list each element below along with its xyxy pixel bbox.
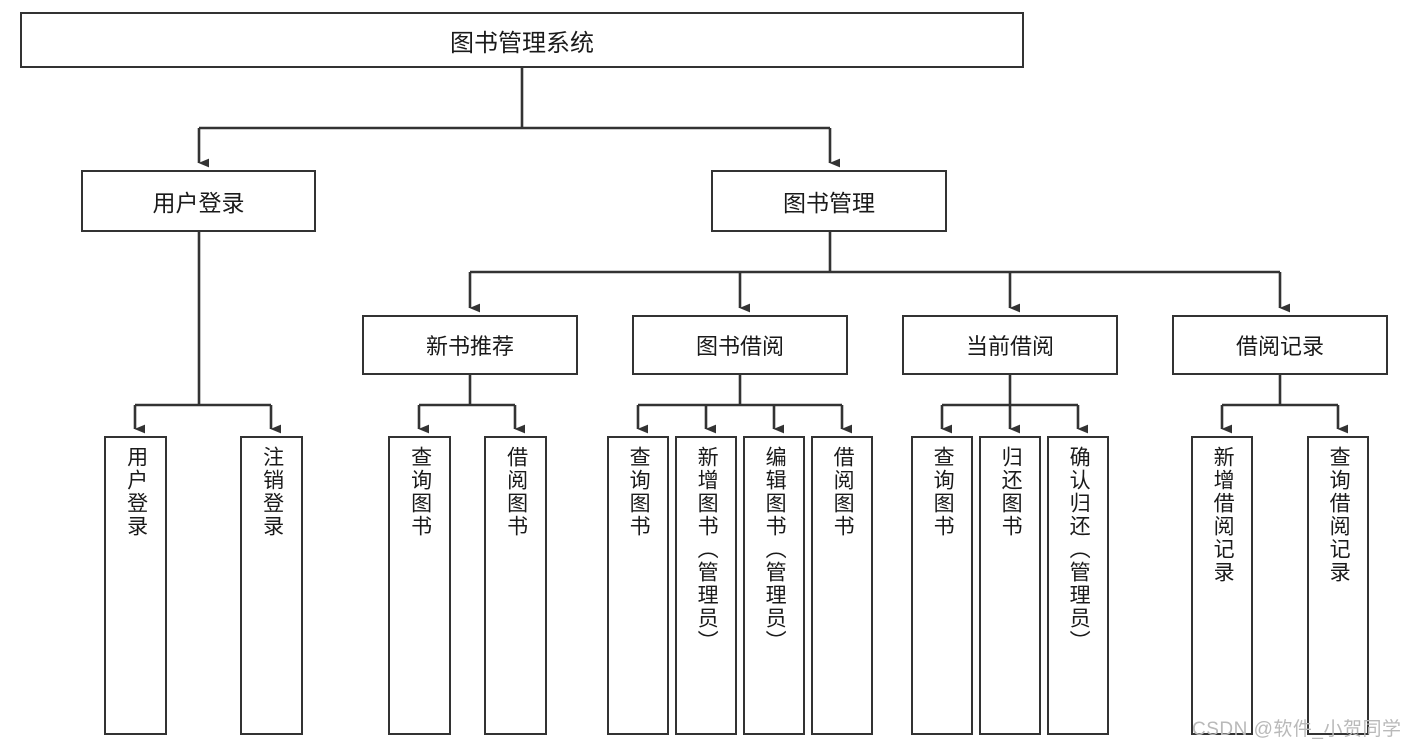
node-user-login[interactable]: 用户登录	[81, 170, 316, 232]
node-leaf-add-book[interactable]: 新增图书（管理员）	[675, 436, 737, 735]
node-leaf-query-record[interactable]: 查询借阅记录	[1307, 436, 1369, 735]
node-label: 借阅记录	[1235, 334, 1324, 359]
watermark-text: CSDN @软件_小贺同学	[1192, 719, 1402, 740]
node-leaf-borrow-book-2[interactable]: 借阅图书	[811, 436, 873, 735]
node-book-borrow[interactable]: 图书借阅	[632, 315, 848, 375]
node-label: 当前借阅	[965, 334, 1054, 359]
node-book-management[interactable]: 图书管理	[711, 170, 947, 232]
node-label: 新增图书（管理员）	[695, 446, 719, 653]
node-label: 借阅图书	[504, 446, 528, 538]
node-borrow-record[interactable]: 借阅记录	[1172, 315, 1388, 375]
node-leaf-add-record[interactable]: 新增借阅记录	[1191, 436, 1253, 735]
node-new-book-recommend[interactable]: 新书推荐	[362, 315, 578, 375]
node-leaf-logout[interactable]: 注销登录	[240, 436, 303, 735]
node-leaf-borrow-book-1[interactable]: 借阅图书	[484, 436, 547, 735]
node-label: 借阅图书	[831, 446, 855, 538]
node-current-borrow[interactable]: 当前借阅	[902, 315, 1118, 375]
node-label: 图书管理	[783, 190, 875, 216]
node-label: 图书管理系统	[450, 29, 594, 57]
node-label: 查询图书	[408, 446, 432, 538]
csdn-watermark: CSDN @软件_小贺同学	[1192, 714, 1401, 741]
node-leaf-query-book-3[interactable]: 查询图书	[911, 436, 973, 735]
node-leaf-return-book[interactable]: 归还图书	[979, 436, 1041, 735]
node-label: 新增借阅记录	[1211, 446, 1235, 584]
node-leaf-edit-book[interactable]: 编辑图书（管理员）	[743, 436, 805, 735]
node-label: 用户登录	[124, 446, 148, 538]
node-label: 图书借阅	[695, 334, 784, 359]
node-label: 编辑图书（管理员）	[763, 446, 787, 653]
node-label: 查询图书	[627, 446, 651, 538]
node-leaf-user-login[interactable]: 用户登录	[104, 436, 167, 735]
node-label: 查询图书	[931, 446, 955, 538]
node-label: 新书推荐	[425, 334, 514, 359]
node-label: 注销登录	[260, 446, 284, 538]
node-leaf-query-book-1[interactable]: 查询图书	[388, 436, 451, 735]
node-label: 用户登录	[152, 190, 245, 216]
node-leaf-confirm-return[interactable]: 确认归还（管理员）	[1047, 436, 1109, 735]
node-root-book-management-system[interactable]: 图书管理系统	[20, 12, 1024, 68]
node-label: 归还图书	[999, 446, 1023, 538]
node-leaf-query-book-2[interactable]: 查询图书	[607, 436, 669, 735]
node-label: 查询借阅记录	[1327, 446, 1351, 584]
node-label: 确认归还（管理员）	[1067, 446, 1091, 653]
